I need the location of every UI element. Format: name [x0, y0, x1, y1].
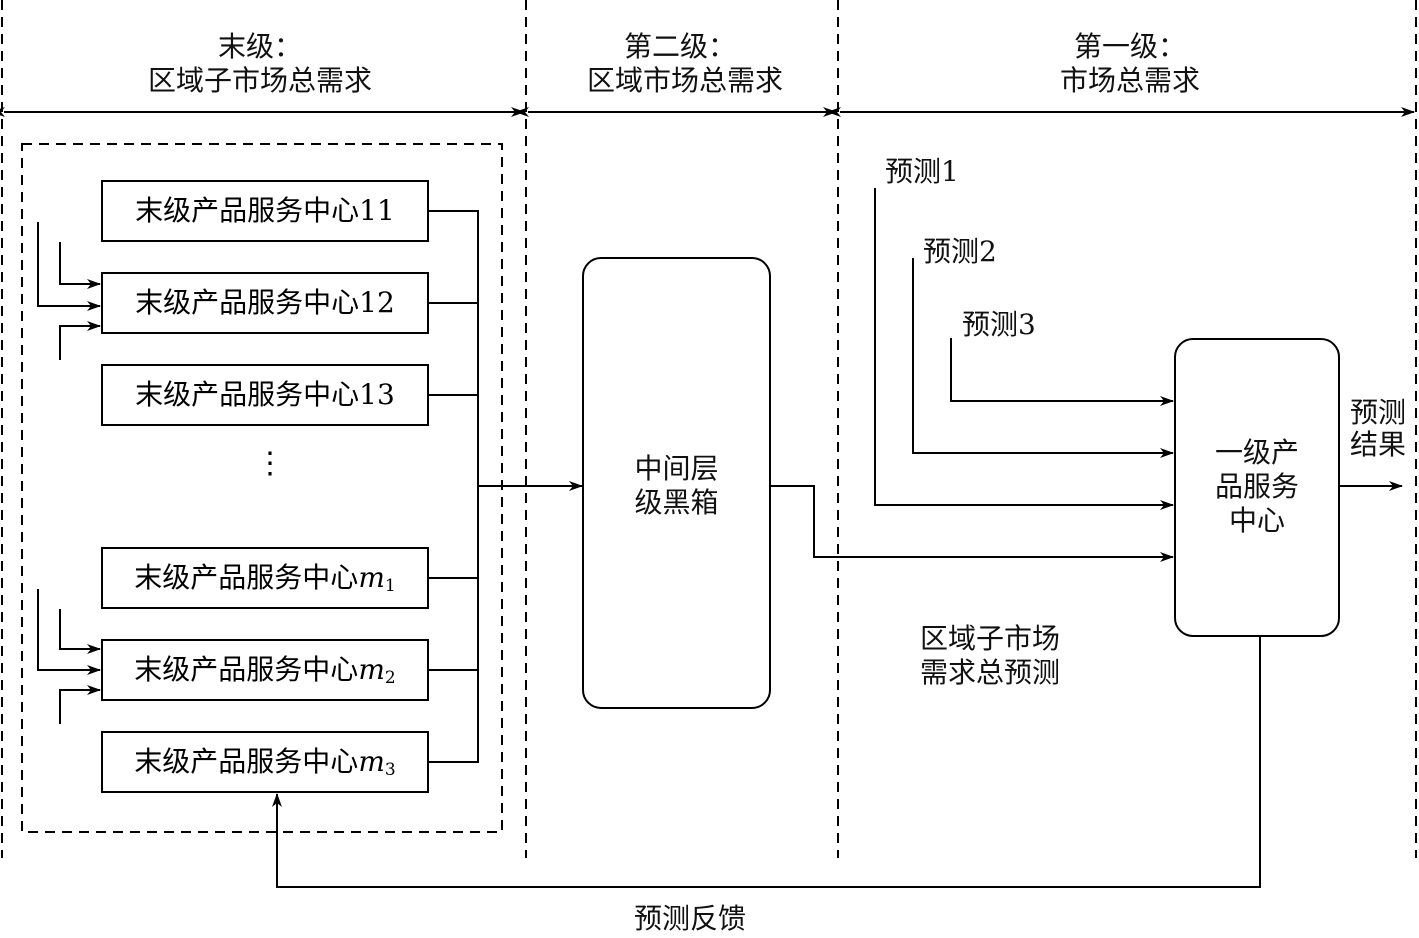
- leaf-node-11: 末级产品服务中心11: [135, 194, 395, 227]
- level-first-title: 第一级：: [1073, 30, 1186, 63]
- level-second-subtitle: 区域市场总需求: [586, 64, 783, 97]
- leaf-group-border: [21, 143, 503, 833]
- leaf-node-m2: 末级产品服务中心m2: [134, 653, 396, 688]
- level-second-title: 第二级：: [623, 30, 736, 63]
- input-m2b: [59, 609, 101, 654]
- feedback-loop: [272, 636, 1261, 888]
- output-label-line2: 结果: [1349, 428, 1406, 461]
- bus-line: [428, 210, 479, 763]
- top-node-line3: 中心: [1228, 504, 1285, 537]
- middle-node-line2: 级黑箱: [634, 486, 719, 519]
- input-m2c: [59, 685, 101, 724]
- forecast-1-line: [874, 188, 1174, 510]
- input-12b: [59, 242, 101, 289]
- leaf-node-m1: 末级产品服务中心m1: [134, 561, 396, 596]
- arrow-middle-to-top: [770, 485, 1174, 562]
- middle-node-line1: 中间层: [634, 452, 719, 485]
- level-first-subtitle: 市场总需求: [1059, 64, 1200, 97]
- regional-note-line2: 需求总预测: [920, 656, 1061, 689]
- top-node-box: [1174, 338, 1340, 637]
- input-m2a: [37, 589, 101, 675]
- input-12c: [59, 321, 101, 360]
- forecast-1-label: 预测1: [885, 155, 959, 188]
- leaf-node-12: 末级产品服务中心12: [135, 286, 395, 319]
- input-12a: [37, 222, 101, 311]
- top-node-line1: 一级产: [1214, 436, 1299, 469]
- top-node-line2: 品服务: [1214, 470, 1299, 503]
- forecast-3-line: [950, 338, 1174, 406]
- level-leaf-subtitle: 区域子市场总需求: [147, 64, 372, 97]
- forecast-3-label: 预测3: [962, 308, 1036, 341]
- feedback-label: 预测反馈: [633, 902, 746, 935]
- middle-box: [582, 257, 771, 709]
- regional-note-line1: 区域子市场: [920, 622, 1061, 655]
- vertical-ellipsis: ⋮: [255, 446, 285, 481]
- forecast-2-line: [912, 258, 1174, 458]
- output-label-line1: 预测: [1349, 396, 1406, 429]
- leaf-node-m3: 末级产品服务中心m3: [134, 745, 396, 780]
- leaf-node-13: 末级产品服务中心13: [135, 378, 395, 411]
- level-leaf-title: 末级：: [217, 30, 302, 63]
- forecast-2-label: 预测2: [923, 235, 997, 268]
